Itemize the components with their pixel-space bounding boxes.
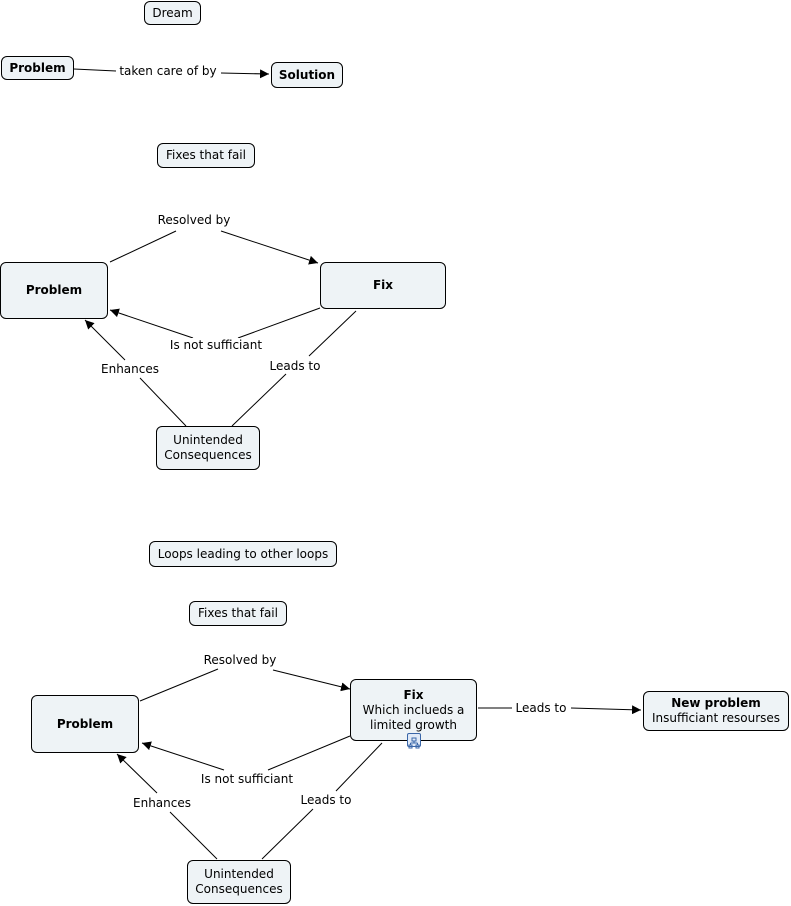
- link-consequences-to-enhances-2: [169, 811, 218, 860]
- d3-new-problem-title: New problem: [671, 696, 761, 710]
- d3-consequences-line2: Consequences: [195, 882, 283, 896]
- link-notsufficient-to-problem-2: [141, 741, 225, 771]
- title-fixes-that-fail-2-text: Fixes that fail: [198, 606, 278, 620]
- title-loops-text: Loops leading to other loops: [157, 546, 329, 561]
- link-resolved-to-fix: [220, 230, 319, 265]
- d3-link-label-not-sufficient[interactable]: Is not sufficiant: [197, 772, 297, 786]
- title-fixes-that-fail-1-text: Fixes that fail: [166, 148, 246, 162]
- d3-new-problem-node[interactable]: New problem Insufficiant resourses: [643, 691, 789, 731]
- d2-fix-text: Fix: [372, 278, 394, 292]
- link-consequences-to-enhances: [139, 377, 187, 427]
- d1-problem-text: Problem: [9, 60, 66, 75]
- d2-link-label-resolved-by[interactable]: Resolved by: [154, 213, 234, 227]
- d2-problem-text: Problem: [25, 283, 83, 297]
- d2-problem-node[interactable]: Problem: [0, 262, 108, 319]
- link-enhances-to-problem: [84, 319, 126, 361]
- concept-map-icon[interactable]: [407, 733, 421, 749]
- link-leadsto-to-consequences-2: [261, 808, 314, 860]
- d2-link-label-leads-to[interactable]: Leads to: [266, 359, 324, 373]
- d2-consequences-node[interactable]: Unintended Consequences: [156, 426, 260, 470]
- link-fix-to-notsufficient-2: [267, 735, 351, 771]
- d1-problem-node[interactable]: Problem: [1, 56, 74, 80]
- link-problem-to-label: [73, 68, 117, 72]
- d2-link-label-enhances[interactable]: Enhances: [98, 362, 162, 376]
- link-notsufficient-to-problem: [109, 308, 194, 339]
- d3-new-problem-sub: Insufficiant resourses: [651, 711, 781, 725]
- title-fixes-that-fail-2[interactable]: Fixes that fail: [189, 601, 287, 626]
- link-resolved-to-fix-2: [272, 669, 351, 692]
- d3-fix-line3: limited growth: [370, 717, 457, 732]
- d3-link-label-leads-to-new-problem[interactable]: Leads to: [512, 701, 570, 715]
- d3-consequences-node[interactable]: Unintended Consequences: [187, 860, 291, 904]
- d1-link-label-taken-care-of-by[interactable]: taken care of by: [116, 64, 220, 78]
- title-dream-text: Dream: [152, 5, 193, 20]
- link-enhances-to-problem-2: [116, 753, 158, 794]
- d3-link-label-leads-to-consequences[interactable]: Leads to: [297, 793, 355, 807]
- d2-consequences-line2: Consequences: [164, 448, 252, 462]
- d3-fix-node[interactable]: Fix Which inclueds a limited growth: [350, 679, 477, 741]
- d2-link-label-not-sufficient[interactable]: Is not sufficiant: [166, 338, 266, 352]
- d1-solution-node[interactable]: Solution: [271, 62, 343, 88]
- d2-consequences-line1: Unintended: [173, 433, 243, 447]
- link-leadsto-to-newproblem: [570, 705, 642, 715]
- title-dream[interactable]: Dream: [144, 1, 201, 25]
- d2-fix-node[interactable]: Fix: [320, 262, 446, 309]
- d3-problem-node[interactable]: Problem: [31, 695, 139, 753]
- link-leadsto-to-consequences: [231, 373, 287, 427]
- title-fixes-that-fail-1[interactable]: Fixes that fail: [157, 143, 255, 168]
- d3-link-label-resolved-by[interactable]: Resolved by: [200, 653, 280, 667]
- d3-consequences-line1: Unintended: [204, 867, 274, 881]
- d3-fix-line2: Which inclueds a: [362, 702, 465, 717]
- link-problem-to-resolved: [109, 230, 177, 263]
- d3-link-label-enhances[interactable]: Enhances: [130, 796, 194, 810]
- concept-map-icon-glyph: [408, 737, 420, 749]
- d1-solution-text: Solution: [278, 67, 336, 82]
- title-loops[interactable]: Loops leading to other loops: [149, 541, 337, 567]
- link-problem-to-resolved-2: [139, 668, 219, 702]
- d3-fix-title: Fix: [403, 687, 424, 702]
- link-fix-to-leadsto: [308, 310, 357, 357]
- link-label-to-solution: [220, 69, 270, 79]
- link-fix-to-notsufficient: [237, 307, 321, 339]
- link-fix-to-leadsto-2: [335, 742, 383, 792]
- d3-problem-text: Problem: [56, 716, 114, 731]
